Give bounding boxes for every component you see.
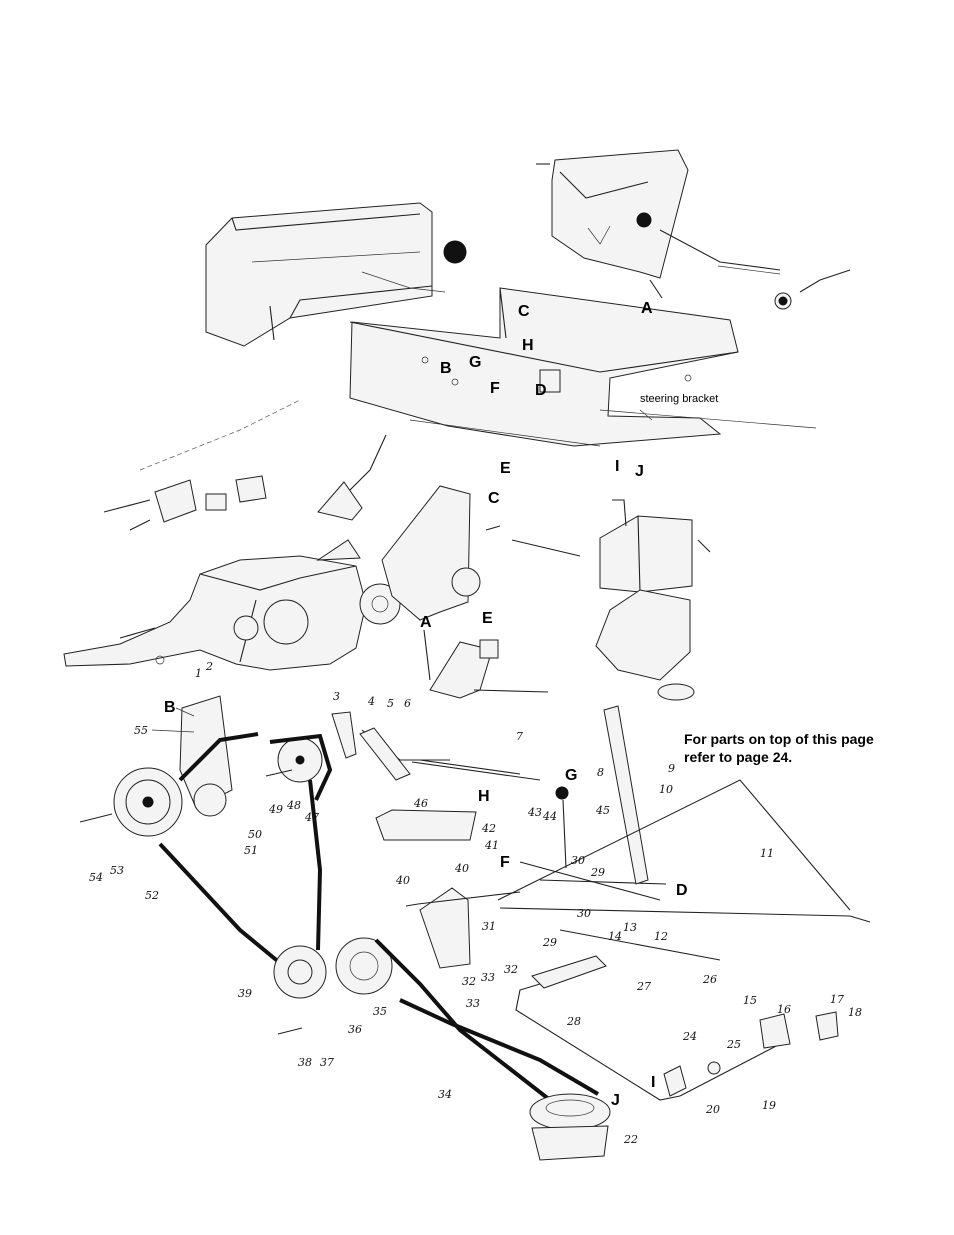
label-f-low: F [500,854,510,871]
label-i-top: I [615,458,619,475]
part-number: 49 [268,803,283,816]
part-number: 30 [577,907,591,920]
part-number: 46 [413,797,428,810]
part-number: 55 [134,724,148,737]
part-number: 44 [542,810,557,823]
label-f-top: F [490,380,500,397]
label-a-top: A [641,300,653,317]
steering-bracket-label: steering bracket [640,393,718,405]
part-number: 33 [466,997,480,1010]
label-j-low: J [611,1092,620,1109]
part-number: 24 [682,1030,697,1043]
label-d-top: D [535,382,547,399]
part-number: 14 [608,930,622,943]
clutch-brake-brackets [382,486,580,698]
part-number: 17 [830,993,844,1006]
steering-support-plates [350,288,816,446]
part-number: 8 [597,766,604,779]
part-number: 41 [484,839,499,852]
part-number: 1 [195,667,202,680]
part-number: 32 [462,975,476,988]
part-number: 2 [205,660,213,673]
part-number: 4 [367,695,375,708]
part-number: 20 [705,1103,720,1116]
right-brackets [596,500,710,700]
part-number: 19 [762,1099,776,1112]
label-d-low: D [676,882,688,899]
dash-panel-right [536,150,850,309]
label-h-low: H [478,788,490,805]
part-number: 47 [304,811,319,824]
label-b-low: B [164,699,176,716]
part-number: 29 [590,866,605,879]
label-b-top: B [440,360,452,377]
label-e-top: E [500,460,511,477]
label-a-mid: A [420,614,432,631]
knob-icon-lower [556,787,568,799]
transaxle [64,540,400,670]
part-number: 25 [726,1038,741,1051]
part-number: 34 [438,1088,452,1101]
part-number: 6 [404,697,411,710]
part-number: 16 [777,1003,791,1016]
shift-lever [318,435,386,520]
label-c-mid: C [488,490,500,507]
part-number: 31 [482,920,496,933]
part-number: 10 [659,783,673,796]
part-number: 27 [636,980,651,993]
part-number: 36 [348,1023,362,1036]
part-number: 18 [848,1006,862,1019]
part-number: 9 [668,762,675,775]
hitch-parts [104,400,300,530]
knob-icon [444,241,466,263]
part-number: 51 [244,844,258,857]
part-number: 26 [702,973,717,986]
part-number: 12 [654,930,668,943]
label-g-low: G [565,767,577,784]
part-number: 40 [454,862,469,875]
part-number: 42 [481,822,496,835]
part-number: 54 [89,871,103,884]
part-number: 28 [566,1015,581,1028]
part-number: 39 [238,987,252,1000]
page-reference-note: For parts on top of this page refer to p… [684,730,884,766]
part-number: 29 [542,936,557,949]
part-number: 15 [743,994,757,1007]
dash-panel-left [206,203,466,346]
knob-icon-right [637,213,651,227]
label-e-mid: E [482,610,493,627]
part-number: 48 [286,799,301,812]
part-number: 50 [248,828,262,841]
label-i-low: I [651,1074,655,1091]
label-g-top: G [469,354,481,371]
part-number: 33 [481,971,495,984]
part-number: 53 [110,864,124,877]
part-number: 38 [298,1056,312,1069]
part-number: 11 [760,847,774,860]
part-number: 45 [595,804,610,817]
part-number: 43 [527,806,542,819]
label-j-top: J [635,463,644,480]
part-number: 30 [571,854,585,867]
part-number: 35 [373,1005,387,1018]
label-h-top: H [522,337,534,354]
part-number: 40 [395,874,410,887]
label-c-top: C [518,303,530,320]
part-number: 5 [387,697,394,710]
part-number: 7 [516,730,523,743]
part-number: 37 [320,1056,334,1069]
brake-pedal-assembly [516,956,838,1100]
part-number: 3 [333,690,340,703]
part-number: 13 [623,921,637,934]
part-number: 32 [504,963,518,976]
part-number: 22 [623,1133,638,1146]
part-number: 52 [145,889,159,902]
